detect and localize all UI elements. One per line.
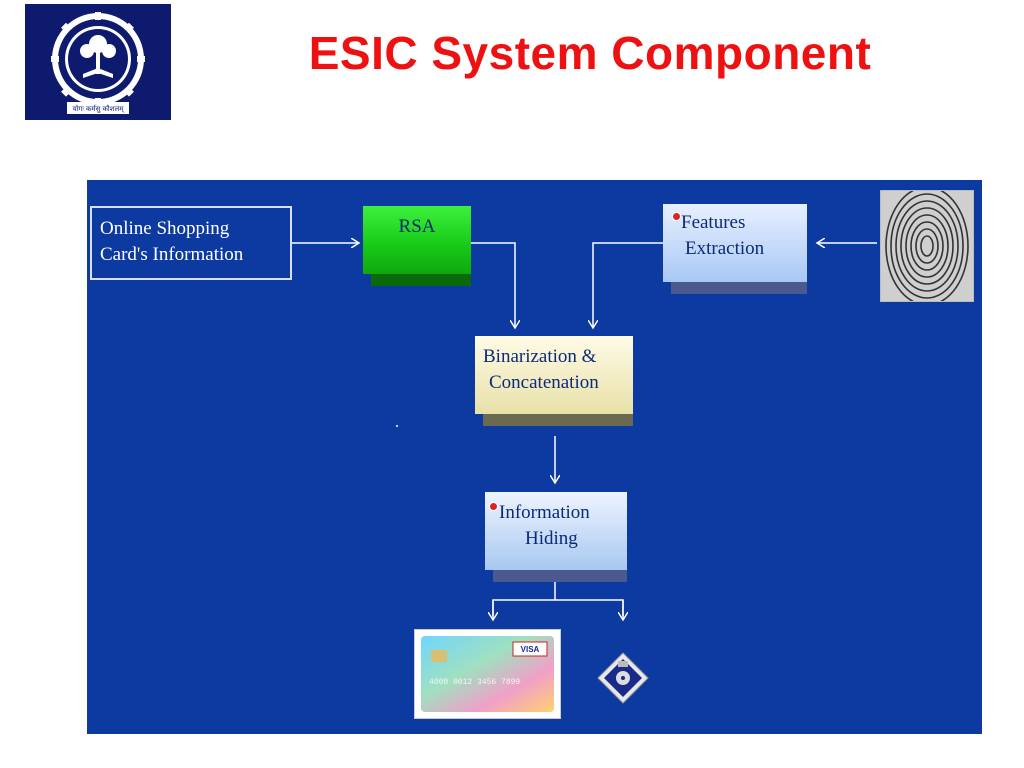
rsa-box: RSA xyxy=(363,206,471,286)
credit-card-icon: VISA 4000 0012 3456 7899 xyxy=(414,629,561,719)
arrow-rsa-to-binarization xyxy=(471,242,515,328)
rsa-label: RSA xyxy=(398,216,436,237)
institute-logo: योगः कर्मसु कौशलम् xyxy=(25,4,171,120)
features-extraction-box: Features Extraction xyxy=(663,204,807,294)
arrow-features-to-binarization xyxy=(593,242,663,328)
binarization-line2: Concatenation xyxy=(489,372,599,393)
input-box-line2: Card's Information xyxy=(100,244,244,265)
features-line2: Extraction xyxy=(685,238,765,259)
card-brand: VISA xyxy=(521,645,540,654)
logo-motto: योगः कर्मसु कौशलम् xyxy=(73,104,125,113)
logo-emblem: योगः कर्मसु कौशलम् xyxy=(51,12,145,114)
floppy-disk-icon xyxy=(596,651,650,705)
binarization-line1: Binarization & xyxy=(483,346,597,367)
fingerprint-icon xyxy=(880,186,974,306)
card-number: 4000 0012 3456 7899 xyxy=(429,678,520,687)
features-line1: Features xyxy=(681,212,746,233)
binarization-concatenation-box: Binarization & Concatenation xyxy=(475,336,633,426)
arrow-split xyxy=(492,599,624,616)
input-box-line1: Online Shopping xyxy=(100,218,230,239)
information-hiding-box: Information Hiding xyxy=(485,492,627,582)
bullet-dot xyxy=(489,502,498,511)
page-title: ESIC System Component xyxy=(308,27,872,79)
connector-lines xyxy=(292,180,877,734)
diagram-panel: Online Shopping Card's Information RSA F… xyxy=(87,180,982,734)
info-hiding-line1: Information xyxy=(499,502,590,523)
bullet-dot xyxy=(672,212,681,221)
input-card-information-box: Online Shopping Card's Information xyxy=(90,206,292,280)
info-hiding-line2: Hiding xyxy=(525,528,578,549)
